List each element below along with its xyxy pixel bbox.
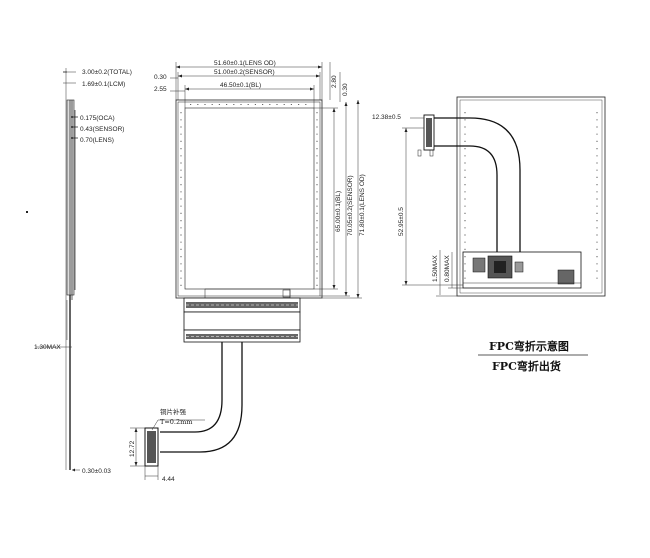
- dim-fpc-thickness: 0.30±0.03: [82, 468, 111, 475]
- dim-max-150: 1.50MAX: [432, 255, 439, 282]
- dim-sensor-thickness: 0.43(SENSOR): [80, 126, 124, 133]
- fpc-connector: [147, 431, 156, 463]
- dim-fpc-length: 52.95±0.5: [398, 207, 405, 236]
- dim-lens-height: 71.80±0.1(LENS OD): [359, 174, 366, 236]
- dim-bl-height: 65.00±0.1(BL): [335, 191, 342, 232]
- stiffener-note-material: 铜片补强: [160, 407, 187, 416]
- marker-dot: [26, 211, 28, 213]
- caption: FPC弯折示意图 FPC弯折出货: [478, 339, 588, 373]
- back-connector: [426, 118, 432, 147]
- dim-fpc-connector-height: 12.72: [129, 440, 136, 457]
- dim-max-130: 1.30MAX: [34, 344, 61, 351]
- dim-oca: 0.175(OCA): [80, 115, 115, 122]
- stiffener-note-thickness: T=0.2mm: [160, 418, 192, 426]
- caption-fpc-bend-diagram: FPC弯折示意图: [489, 339, 569, 353]
- back-view: 12.38±0.5 52.95±0.5 1.50MAX 0.80MAX: [372, 96, 606, 297]
- dim-lens-od-width: 51.60±0.1(LENS OD): [214, 60, 276, 67]
- dim-right-030: 0.30: [342, 83, 349, 96]
- caption-fpc-bend-shipping: FPC弯折出货: [492, 359, 561, 373]
- lens-outline: [175, 99, 323, 299]
- dim-max-080: 0.80MAX: [444, 255, 451, 282]
- dim-sensor-height: 70.05±0.2(SENSOR): [347, 175, 354, 236]
- dim-lcm: 1.69±0.1(LCM): [82, 81, 125, 88]
- side-view: 3.00±0.2(TOTAL) 1.69±0.1(LCM) 0.175(OCA)…: [34, 68, 132, 475]
- back-outline: [456, 96, 606, 297]
- dim-left-030: 0.30: [154, 74, 167, 81]
- dim-fpc-connector-width: 4.44: [162, 476, 175, 483]
- dim-total: 3.00±0.2(TOTAL): [82, 69, 132, 76]
- dim-left-255: 2.55: [154, 86, 167, 93]
- active-area: [184, 107, 315, 290]
- front-view: 51.60±0.1(LENS OD) 51.00±0.2(SENSOR) 46.…: [129, 60, 366, 483]
- dim-right-280: 2.80: [331, 75, 338, 88]
- module-stack: [66, 99, 75, 296]
- dim-sensor-width: 51.00±0.2(SENSOR): [214, 69, 275, 76]
- dim-lens-thickness: 0.70(LENS): [80, 137, 114, 144]
- dim-connector-offset: 12.38±0.5: [372, 114, 401, 121]
- dim-bl-width: 46.50±0.1(BL): [220, 82, 261, 89]
